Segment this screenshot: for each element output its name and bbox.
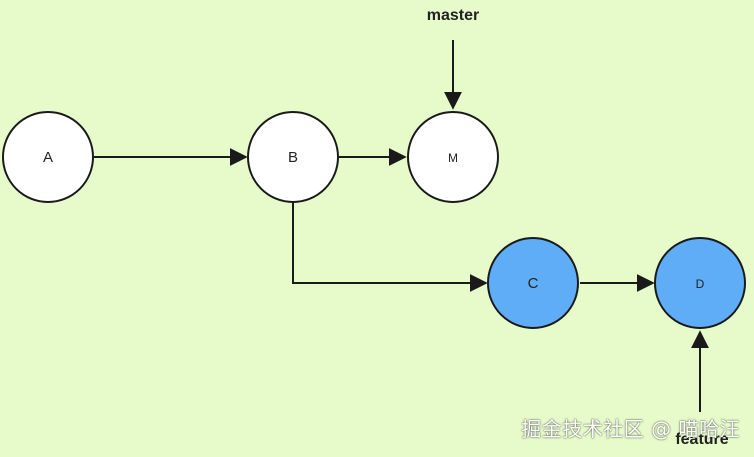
commit-node-d: D [654, 237, 746, 329]
commit-label-c: C [528, 275, 539, 292]
commit-node-m: M [407, 111, 499, 203]
edge-b-to-c [292, 202, 488, 292]
watermark-text: 掘金技术社区 @ 喵哈汪 [521, 417, 740, 441]
commit-label-m: M [448, 151, 458, 165]
commit-node-a: A [2, 111, 94, 203]
commit-node-c: C [487, 237, 579, 329]
commit-node-b: B [247, 111, 339, 203]
branch-label-feature: feature [675, 431, 728, 448]
commit-label-b: B [288, 149, 298, 166]
commit-label-d: D [696, 277, 705, 291]
branch-label-master: master [427, 7, 479, 24]
commit-label-a: A [43, 149, 53, 166]
